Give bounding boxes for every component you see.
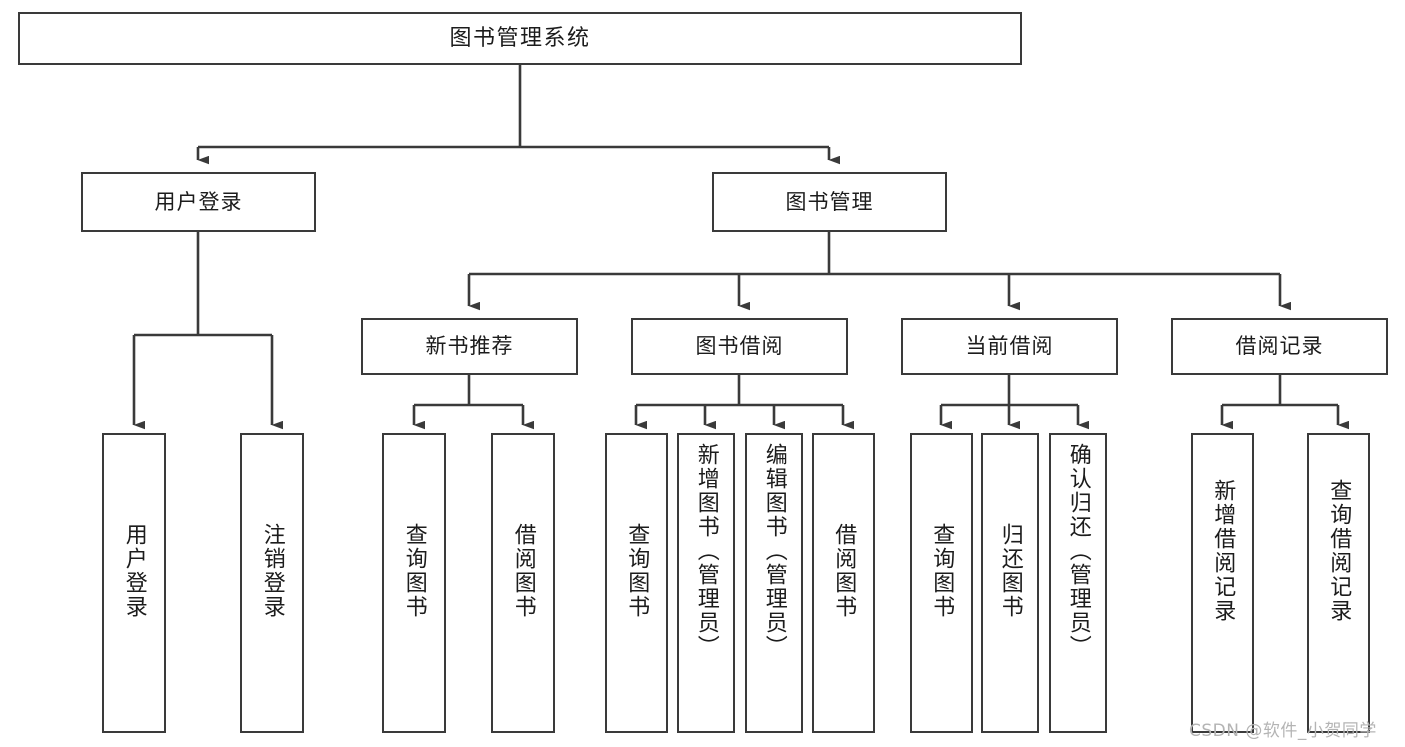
node-label: 确认归还（管理员）	[1065, 443, 1091, 659]
node-label: 当前借阅	[965, 334, 1054, 359]
node-new-book-recommend[interactable]: 新书推荐	[361, 318, 578, 375]
node-label: 编辑图书（管理员）	[761, 443, 787, 659]
leaf-borrow-edit-book-admin[interactable]: 编辑图书（管理员）	[745, 433, 803, 733]
node-book-borrow[interactable]: 图书借阅	[631, 318, 848, 375]
leaf-current-query-book[interactable]: 查询图书	[910, 433, 973, 733]
node-book-management[interactable]: 图书管理	[712, 172, 947, 232]
leaf-record-add-record[interactable]: 新增借阅记录	[1191, 433, 1254, 733]
node-label: 借阅记录	[1235, 334, 1324, 359]
node-label: 新增图书（管理员）	[693, 443, 719, 659]
node-user-login[interactable]: 用户登录	[81, 172, 316, 232]
node-label: 图书管理	[785, 189, 874, 214]
leaf-borrow-query-book[interactable]: 查询图书	[605, 433, 668, 733]
leaf-current-confirm-return-admin[interactable]: 确认归还（管理员）	[1049, 433, 1107, 733]
node-label: 用户登录	[121, 523, 147, 619]
node-label: 查询图书	[929, 523, 955, 619]
leaf-user-login-signout[interactable]: 注销登录	[240, 433, 304, 733]
node-label: 图书借阅	[695, 334, 784, 359]
node-label: 图书管理系统	[449, 25, 591, 51]
leaf-current-return-book[interactable]: 归还图书	[981, 433, 1039, 733]
leaf-recommend-query-book[interactable]: 查询图书	[382, 433, 446, 733]
node-label: 查询图书	[401, 523, 427, 619]
node-label: 新增借阅记录	[1210, 479, 1236, 623]
node-label: 查询图书	[624, 523, 650, 619]
leaf-record-query-record[interactable]: 查询借阅记录	[1307, 433, 1370, 733]
node-label: 注销登录	[259, 523, 285, 619]
node-label: 借阅图书	[831, 523, 857, 619]
leaf-borrow-add-book-admin[interactable]: 新增图书（管理员）	[677, 433, 735, 733]
leaf-recommend-borrow-book[interactable]: 借阅图书	[491, 433, 555, 733]
csdn-watermark: CSDN @软件_小贺同学	[1189, 721, 1377, 741]
node-label: 查询借阅记录	[1326, 479, 1352, 623]
node-current-borrow[interactable]: 当前借阅	[901, 318, 1118, 375]
node-label: 用户登录	[154, 189, 243, 214]
node-label: 归还图书	[997, 523, 1023, 619]
node-label: 借阅图书	[510, 523, 536, 619]
leaf-user-login-signin[interactable]: 用户登录	[102, 433, 166, 733]
node-root-system[interactable]: 图书管理系统	[18, 12, 1022, 65]
node-label: 新书推荐	[425, 334, 514, 359]
node-borrow-record[interactable]: 借阅记录	[1171, 318, 1388, 375]
leaf-borrow-borrow-book[interactable]: 借阅图书	[812, 433, 875, 733]
